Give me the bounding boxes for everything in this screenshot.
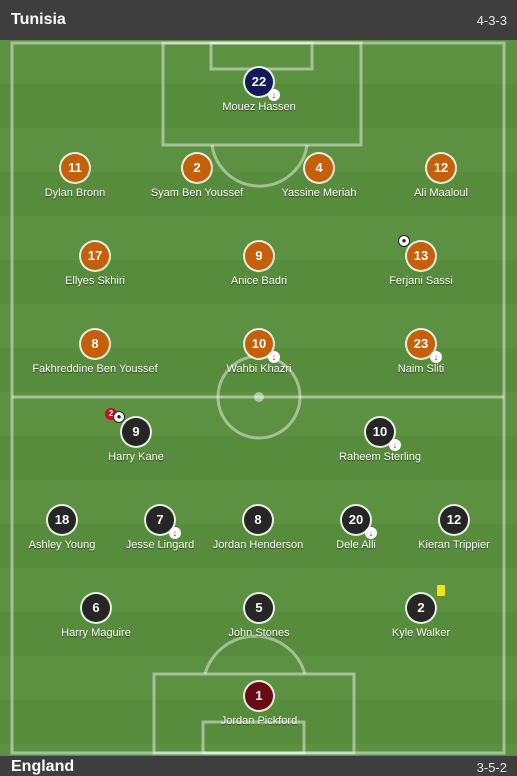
arrow-down-icon: ↓ — [169, 527, 181, 539]
away-team-name[interactable]: England — [11, 758, 75, 775]
player-name: Ashley Young — [28, 539, 96, 551]
player-number-badge: 10 ↓ — [366, 418, 401, 451]
player-home-9[interactable]: 9 Anice Badri — [169, 242, 349, 287]
player-number-badge: 9 2 ● — [105, 408, 150, 446]
player-name: Jesse Lingard — [125, 539, 195, 551]
player-away-8[interactable]: 8 Jordan Henderson — [168, 506, 348, 551]
player-home-22[interactable]: 22 ↓ Mouez Hassen — [169, 68, 349, 113]
player-away-12[interactable]: 12 Kieran Trippier — [364, 506, 517, 551]
home-team-header: Tunisia 4-3-3 — [0, 0, 517, 40]
player-name: Dylan Bronn — [44, 187, 106, 199]
football-icon: ● — [398, 235, 410, 247]
player-home-11[interactable]: 11 Dylan Bronn — [0, 154, 165, 199]
player-name: Ferjani Sassi — [389, 275, 453, 287]
arrow-down-icon: ↓ — [389, 439, 401, 451]
player-name: Harry Kane — [108, 451, 164, 463]
home-team-name[interactable]: Tunisia — [11, 11, 66, 28]
player-name: Jordan Pickford — [220, 715, 298, 727]
player-home-13[interactable]: 13 ● Ferjani Sassi — [331, 235, 511, 287]
home-team-formation: 4-3-3 — [476, 13, 507, 28]
player-away-7[interactable]: 7 ↓ Jesse Lingard — [70, 506, 250, 551]
arrow-down-icon: ↓ — [268, 351, 280, 363]
arrow-down-icon: ↓ — [430, 351, 442, 363]
player-away-6[interactable]: 6 Harry Maguire — [6, 594, 186, 639]
player-home-12[interactable]: 12 Ali Maaloul — [351, 154, 517, 199]
player-away-2[interactable]: 2 Kyle Walker — [331, 585, 511, 639]
player-home-23[interactable]: 23 ↓ Naim Sliti — [331, 330, 511, 375]
player-number-badge: 12 — [440, 506, 468, 534]
player-home-17[interactable]: 17 Ellyes Skhiri — [5, 242, 185, 287]
yellow-card-icon — [437, 585, 445, 596]
player-number-badge: 17 — [81, 242, 109, 270]
player-number-badge: 2 — [407, 585, 445, 622]
player-number-badge: 1 — [245, 682, 273, 710]
player-home-2[interactable]: 2 Syam Ben Youssef — [107, 154, 287, 199]
player-name: John Stones — [228, 627, 290, 639]
player-name: Fakhreddine Ben Youssef — [32, 363, 158, 375]
player-home-10[interactable]: 10 ↓ Wahbi Khazri — [169, 330, 349, 375]
player-name: Anice Badri — [230, 275, 288, 287]
player-name: Harry Maguire — [61, 627, 131, 639]
player-name: Ellyes Skhiri — [65, 275, 125, 287]
away-team-header: England 3-5-2 — [0, 756, 517, 776]
player-number-badge: 2 — [183, 154, 211, 182]
player-name: Kyle Walker — [391, 627, 451, 639]
player-name: Wahbi Khazri — [226, 363, 292, 375]
player-name: Kieran Trippier — [418, 539, 490, 551]
player-number-badge: 13 ● — [398, 235, 435, 270]
player-number-badge: 12 — [427, 154, 455, 182]
player-name: Dele Alli — [336, 539, 376, 551]
arrow-down-icon: ↓ — [268, 89, 280, 101]
player-number-badge: 18 — [48, 506, 76, 534]
player-home-4[interactable]: 4 Yassine Meriah — [229, 154, 409, 199]
player-away-20[interactable]: 20 ↓ Dele Alli — [266, 506, 446, 551]
player-name: Mouez Hassen — [222, 101, 296, 113]
player-away-10[interactable]: 10 ↓ Raheem Sterling — [290, 418, 470, 463]
player-away-9[interactable]: 9 2 ● Harry Kane — [46, 408, 226, 463]
player-name: Jordan Henderson — [212, 539, 304, 551]
player-away-5[interactable]: 5 John Stones — [169, 594, 349, 639]
player-away-1[interactable]: 1 Jordan Pickford — [169, 682, 349, 727]
player-number-badge: 20 ↓ — [342, 506, 377, 539]
player-number-badge: 9 — [245, 242, 273, 270]
player-number-badge: 10 ↓ — [245, 330, 280, 363]
player-name: Naim Sliti — [397, 363, 445, 375]
away-team-formation: 3-5-2 — [476, 760, 507, 775]
pitch-markings — [10, 41, 506, 755]
player-home-8[interactable]: 8 Fakhreddine Ben Youssef — [5, 330, 185, 375]
arrow-down-icon: ↓ — [365, 527, 377, 539]
player-number-badge: 23 ↓ — [407, 330, 442, 363]
player-number-badge: 5 — [245, 594, 273, 622]
player-number-badge: 8 — [81, 330, 109, 358]
football-pitch: 22 ↓ Mouez Hassen 11 Dylan Bronn 2 Syam … — [0, 40, 517, 756]
football-icon: ● — [113, 411, 125, 423]
player-name: Syam Ben Youssef — [150, 187, 244, 199]
player-number-badge: 22 ↓ — [245, 68, 280, 101]
player-name: Raheem Sterling — [339, 451, 421, 463]
player-away-18[interactable]: 18 Ashley Young — [0, 506, 152, 551]
player-number-badge: 4 — [305, 154, 333, 182]
player-name: Ali Maaloul — [414, 187, 468, 199]
player-number-badge: 11 — [61, 154, 89, 182]
player-number-badge: 6 — [82, 594, 110, 622]
player-name: Yassine Meriah — [281, 187, 357, 199]
player-number-badge: 7 ↓ — [146, 506, 181, 539]
player-number-badge: 8 — [244, 506, 272, 534]
